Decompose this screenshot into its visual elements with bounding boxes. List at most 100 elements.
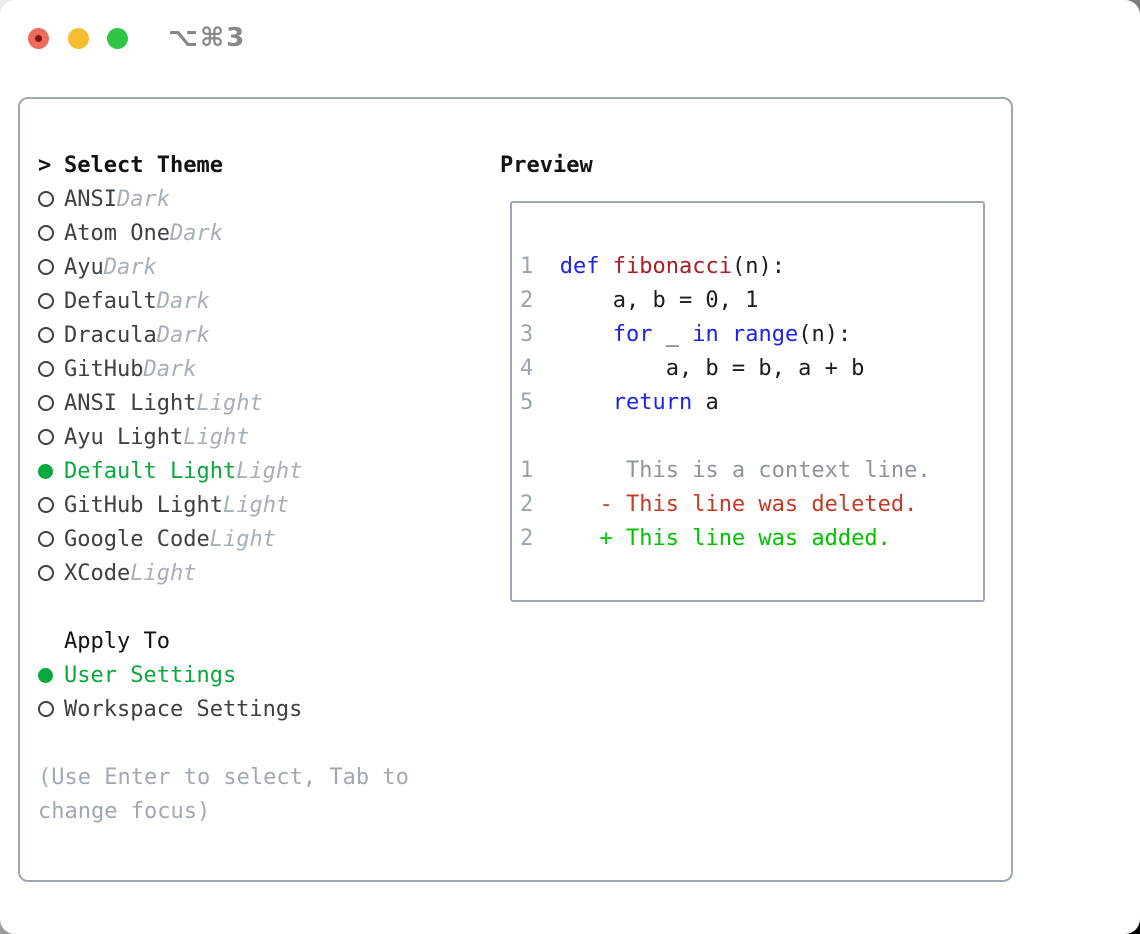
theme-option-ayu-light[interactable]: Ayu Light Light <box>38 420 409 454</box>
theme-name: GitHub <box>64 356 144 382</box>
theme-option-github[interactable]: GitHub Dark <box>38 352 409 386</box>
theme-name: ANSI <box>64 186 117 212</box>
code-segment-num: 2 <box>520 526 534 551</box>
theme-variant-tag: Dark <box>116 186 170 212</box>
theme-name: Default Light <box>64 458 237 484</box>
code-line: 2 - This line was deleted. <box>520 488 983 522</box>
code-segment-pl <box>533 322 612 347</box>
spacer <box>38 726 409 760</box>
theme-variant-tag: Light <box>196 390 263 416</box>
radio-icon <box>38 327 54 343</box>
theme-name: XCode <box>64 560 131 586</box>
code-segment-num: 5 <box>520 390 534 415</box>
close-button[interactable] <box>28 27 49 49</box>
theme-option-ansi[interactable]: ANSI Dark <box>38 182 409 216</box>
code-segment-pl <box>533 492 599 517</box>
theme-option-ayu[interactable]: Ayu Dark <box>38 250 409 284</box>
code-segment-pl <box>533 390 612 415</box>
theme-option-google-code[interactable]: Google Code Light <box>38 522 409 556</box>
radio-selected-icon <box>38 667 53 683</box>
theme-option-dracula[interactable]: Dracula Dark <box>38 318 409 352</box>
theme-name: Ayu Light <box>64 424 184 450</box>
code-segment-pl: (n): <box>731 254 785 279</box>
code-segment-ctx: This is a context line. <box>533 458 931 483</box>
theme-name: Atom One <box>64 220 170 246</box>
theme-variant-tag: Light <box>236 458 303 484</box>
radio-selected-icon <box>38 463 53 479</box>
code-line: 3 for _ in range(n): <box>520 318 983 352</box>
theme-variant-tag: Light <box>183 424 250 450</box>
apply-to-title: Apply To <box>64 628 170 654</box>
theme-variant-tag: Light <box>222 492 290 518</box>
code-segment-kw: for <box>612 322 653 347</box>
code-line: 1 def fibonacci(n): <box>520 250 983 284</box>
theme-variant-tag: Dark <box>169 220 223 246</box>
theme-name: ANSI Light <box>64 390 197 416</box>
code-segment-fn: fibonacci <box>612 254 732 279</box>
theme-name: GitHub Light <box>64 492 223 518</box>
theme-name: Ayu <box>64 254 104 280</box>
radio-icon <box>38 429 54 445</box>
radio-icon <box>38 497 54 513</box>
code-segment-kw: def <box>559 254 600 279</box>
apply-option-user-settings[interactable]: User Settings <box>38 658 409 692</box>
code-segment-pl <box>600 254 613 279</box>
theme-option-default[interactable]: Default Dark <box>38 284 409 318</box>
code-segment-kw: range <box>731 322 799 347</box>
zoom-button[interactable] <box>107 27 128 49</box>
spacer <box>38 590 409 624</box>
code-segment-del: - This line was deleted. <box>599 492 918 517</box>
code-segment-pl <box>533 526 599 551</box>
theme-name: Google Code <box>64 526 210 552</box>
hint-line-2: change focus) <box>38 798 211 824</box>
theme-name: Default <box>64 288 157 314</box>
cursor-icon: > <box>38 152 52 178</box>
radio-icon <box>38 701 54 717</box>
code-line <box>520 420 983 454</box>
apply-option-label: User Settings <box>64 662 237 688</box>
code-segment-num: 1 <box>520 254 534 279</box>
code-segment-kw: return <box>612 390 693 415</box>
code-segment-num: 2 <box>520 288 534 313</box>
theme-list-header-row: > Select Theme <box>38 148 409 182</box>
minimize-button[interactable] <box>68 27 89 49</box>
code-line: 1 This is a context line. <box>520 454 983 488</box>
theme-name: Dracula <box>64 322 157 348</box>
theme-variant-tag: Dark <box>143 356 197 382</box>
code-segment-add: + This line was added. <box>599 526 891 551</box>
apply-to-header-row: Apply To <box>38 624 409 658</box>
theme-option-github-light[interactable]: GitHub Light Light <box>38 488 409 522</box>
code-segment-num: 4 <box>520 356 534 381</box>
radio-icon <box>38 395 54 411</box>
radio-icon <box>38 191 54 207</box>
theme-option-atom-one[interactable]: Atom One Dark <box>38 216 409 250</box>
radio-icon <box>38 531 54 547</box>
hint-line-1: (Use Enter to select, Tab to <box>38 764 409 790</box>
theme-option-default-light[interactable]: Default Light Light <box>38 454 409 488</box>
code-segment-pl: _ <box>652 322 693 347</box>
code-line: 2 + This line was added. <box>520 522 983 556</box>
theme-option-ansi-light[interactable]: ANSI Light Light <box>38 386 409 420</box>
code-segment-num: 2 <box>520 492 534 517</box>
code-segment-kw: in <box>692 322 719 347</box>
radio-icon <box>38 225 54 241</box>
code-segment-pl <box>533 254 560 279</box>
theme-variant-tag: Dark <box>103 254 157 280</box>
code-segment-pl: (n): <box>798 322 852 347</box>
apply-option-workspace-settings[interactable]: Workspace Settings <box>38 692 409 726</box>
theme-variant-tag: Light <box>130 560 197 586</box>
theme-option-xcode[interactable]: XCode Light <box>38 556 409 590</box>
code-segment-pl <box>719 322 732 347</box>
theme-variant-tag: Dark <box>156 322 210 348</box>
code-line: 4 a, b = b, a + b <box>520 352 983 386</box>
code-segment-num: 1 <box>520 458 534 483</box>
code-line: 5 return a <box>520 386 983 420</box>
preview-title: Preview <box>500 152 593 178</box>
code-segment-pl: a, b = b, a + b <box>533 356 865 381</box>
